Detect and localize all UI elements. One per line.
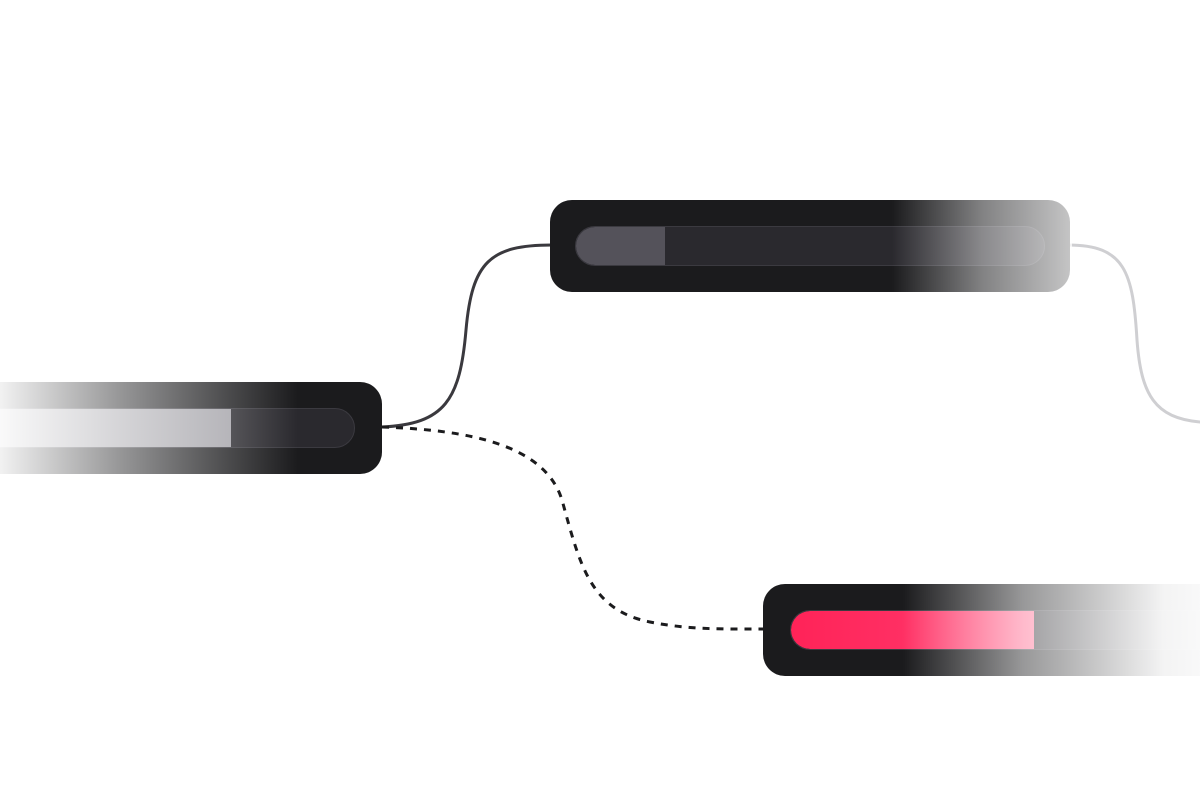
progress-fill: [576, 227, 665, 265]
progress-node-top[interactable]: [550, 198, 1072, 294]
progress-track: [790, 610, 1200, 650]
progress-node-left[interactable]: [0, 380, 382, 476]
progress-track: [0, 408, 355, 448]
progress-node-bottom[interactable]: [763, 582, 1200, 678]
progress-fill: [791, 611, 1035, 649]
edge-a-to-b: [380, 243, 554, 429]
progress-track: [575, 226, 1045, 266]
progress-fill: [0, 409, 231, 447]
edge-a-to-c: [381, 425, 766, 631]
edge-b-to-offscreen: [1066, 243, 1200, 424]
